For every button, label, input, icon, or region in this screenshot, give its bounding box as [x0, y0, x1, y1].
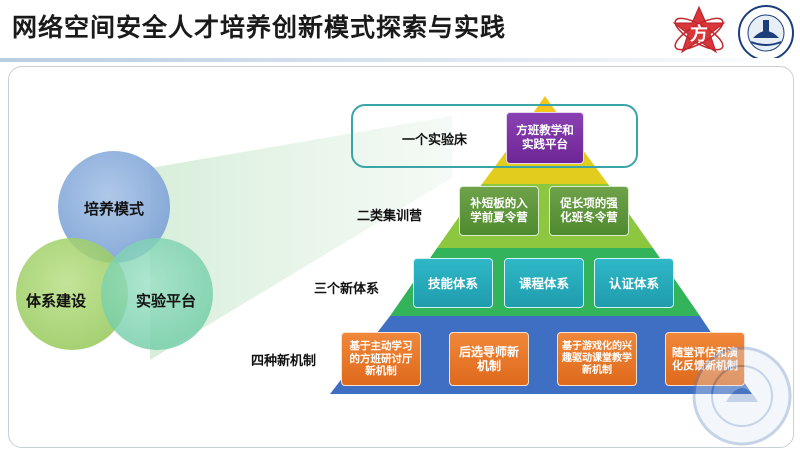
page-title: 网络空间安全人才培养创新模式探索与实践	[12, 13, 507, 42]
projection-beam	[150, 116, 452, 360]
level-label-3: 三个新体系	[314, 282, 380, 297]
tier4-box-1: 基于主动学习的方班研讨厅新机制	[341, 332, 421, 386]
title-underline	[0, 58, 800, 62]
venn-label-top: 培养模式	[84, 200, 145, 218]
watermark-seal-icon	[692, 346, 792, 446]
venn-circle-top	[58, 151, 170, 263]
tier2-box-1: 补短板的入学前夏令营	[459, 186, 539, 236]
tier1-box: 方班教学和实践平台	[506, 112, 584, 164]
tier4-box-2: 后选导师新机制	[449, 332, 529, 386]
tier4-box-4: 随堂评估和演化反馈新机制	[665, 332, 745, 386]
tier2-box-2: 促长项的强化班冬令营	[549, 186, 629, 236]
tier3-box-2: 课程体系	[504, 258, 584, 308]
tier4-box-3: 基于游戏化的兴趣驱动课堂教学新机制	[557, 332, 637, 386]
level-label-1: 一个实验床	[402, 133, 468, 148]
level-label-4: 四种新机制	[251, 354, 317, 369]
venn-circle-left	[16, 238, 128, 350]
university-seal-icon	[738, 5, 794, 61]
tier3-box-1: 技能体系	[413, 258, 493, 308]
highlight-frame	[351, 104, 638, 168]
venn-label-right: 实验平台	[136, 292, 197, 310]
level-label-2: 二类集训营	[357, 209, 423, 224]
tier3-box-3: 认证体系	[594, 258, 674, 308]
fang-logo-icon: 方	[672, 5, 726, 54]
venn-circle-right	[101, 238, 213, 350]
pyramid-tier-blue	[330, 316, 752, 394]
venn-label-left: 体系建设	[26, 292, 87, 310]
svg-text:方: 方	[690, 23, 708, 45]
